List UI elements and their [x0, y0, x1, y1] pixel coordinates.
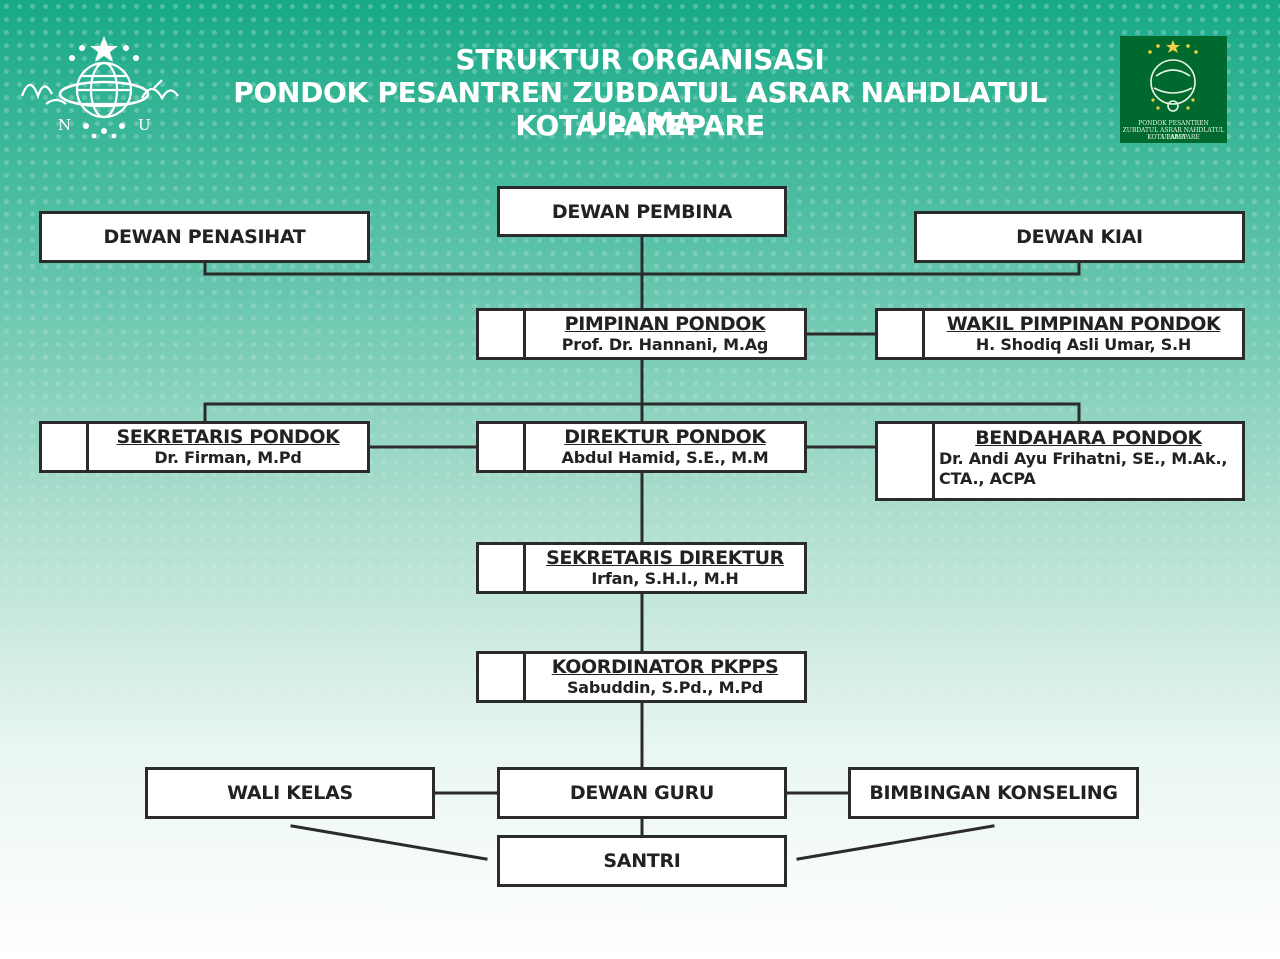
title-line-2: PONDOK PESANTREN ZUBDATUL ASRAR NAHDLATU…	[233, 76, 1047, 139]
wakil-pimpinan-box: WAKIL PIMPINAN PONDOK H. Shodiq Asli Uma…	[875, 308, 1245, 360]
pondok-logo: PONDOK PESANTREN ZUBDATUL ASRAR NAHDLATU…	[1120, 36, 1227, 143]
pondok-logo-line-1: PONDOK PESANTREN	[1138, 120, 1209, 127]
bendahara-name-line-2: CTA., ACPA	[939, 469, 1036, 488]
bendahara-pondok-box: BENDAHARA PONDOK Dr. Andi Ayu Frihatni, …	[875, 421, 1245, 501]
sekretaris-direktur-photo-slot	[479, 545, 526, 591]
bendahara-photo-slot	[878, 424, 935, 498]
koordinator-photo-slot	[479, 654, 526, 700]
dewan-penasihat-label: DEWAN PENASIHAT	[103, 226, 306, 248]
sekretaris-direktur-role: SEKRETARIS DIREKTUR	[546, 546, 784, 569]
dewan-pembina-box: DEWAN PEMBINA	[497, 186, 787, 237]
bendahara-name-line-1: Dr. Andi Ayu Frihatni, SE., M.Ak.,	[939, 449, 1228, 468]
nu-letter-u: U	[138, 116, 151, 134]
direktur-pondok-box: DIREKTUR PONDOK Abdul Hamid, S.E., M.M	[476, 421, 807, 473]
wakil-photo-slot	[878, 311, 925, 357]
wakil-name: H. Shodiq Asli Umar, S.H	[975, 334, 1192, 354]
sekretaris-direktur-box: SEKRETARIS DIREKTUR Irfan, S.H.I., M.H	[476, 542, 807, 594]
sekretaris-name: Dr. Firman, M.Pd	[154, 447, 302, 467]
dewan-penasihat-box: DEWAN PENASIHAT	[39, 211, 370, 263]
koordinator-role: KOORDINATOR PKPPS	[551, 655, 779, 678]
pimpinan-role: PIMPINAN PONDOK	[564, 312, 766, 335]
dewan-pembina-label: DEWAN PEMBINA	[551, 200, 733, 223]
pondok-logo-line-3: KOTA PAREPARE	[1147, 134, 1200, 141]
santri-box: SANTRI	[497, 835, 787, 887]
title-line-3: KOTA PAREPARE	[515, 109, 765, 142]
sekretaris-role: SEKRETARIS PONDOK	[116, 425, 340, 448]
dewan-guru-box: DEWAN GURU	[497, 767, 787, 819]
direktur-name: Abdul Hamid, S.E., M.M	[561, 447, 769, 467]
wali-kelas-label: WALI KELAS	[227, 782, 353, 804]
direktur-role: DIREKTUR PONDOK	[564, 425, 766, 448]
bimbingan-konseling-box: BIMBINGAN KONSELING	[848, 767, 1139, 819]
pimpinan-pondok-box: PIMPINAN PONDOK Prof. Dr. Hannani, M.Ag	[476, 308, 807, 360]
wakil-role: WAKIL PIMPINAN PONDOK	[946, 312, 1221, 335]
sekretaris-direktur-name: Irfan, S.H.I., M.H	[591, 568, 739, 588]
dewan-kiai-box: DEWAN KIAI	[914, 211, 1245, 263]
dewan-kiai-label: DEWAN KIAI	[1016, 226, 1143, 248]
bimbingan-konseling-label: BIMBINGAN KONSELING	[869, 782, 1118, 804]
dewan-guru-label: DEWAN GURU	[569, 782, 715, 804]
sekretaris-pondok-box: SEKRETARIS PONDOK Dr. Firman, M.Pd	[39, 421, 370, 473]
pimpinan-photo-slot	[479, 311, 526, 357]
nu-letter-n: N	[58, 116, 71, 134]
pimpinan-name: Prof. Dr. Hannani, M.Ag	[561, 334, 769, 354]
koordinator-name: Sabuddin, S.Pd., M.Pd	[566, 677, 764, 697]
wali-kelas-box: WALI KELAS	[145, 767, 435, 819]
santri-label: SANTRI	[603, 850, 681, 872]
bendahara-role: BENDAHARA PONDOK	[975, 427, 1202, 449]
direktur-photo-slot	[479, 424, 526, 470]
title-line-1: STRUKTUR ORGANISASI	[455, 43, 825, 76]
sekretaris-photo-slot	[42, 424, 89, 470]
nu-logo: N U	[16, 34, 188, 150]
pondok-logo-line-2: ZUBDATUL ASRAR NAHDLATUL ULAMA	[1122, 127, 1225, 141]
koordinator-pkpps-box: KOORDINATOR PKPPS Sabuddin, S.Pd., M.Pd	[476, 651, 807, 703]
